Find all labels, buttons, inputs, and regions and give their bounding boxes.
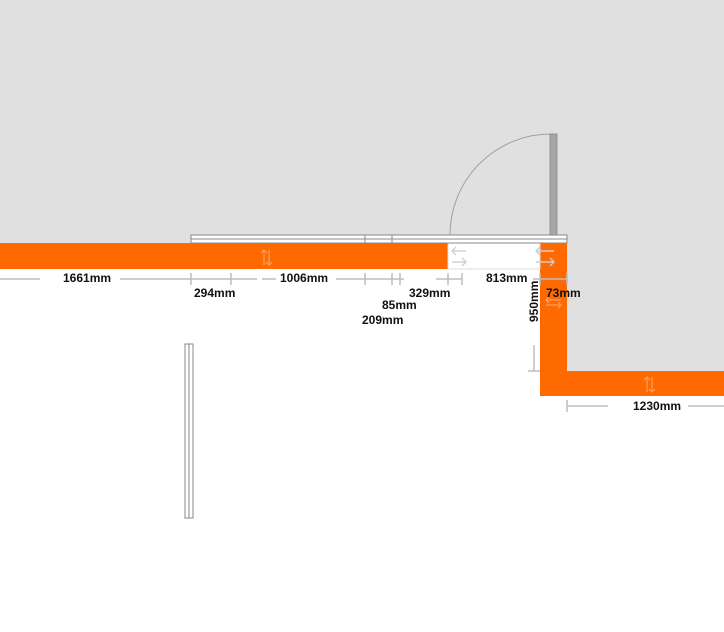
dimension-label-1006: 1006mm <box>280 271 328 285</box>
wall-bottom-right[interactable] <box>540 371 724 396</box>
window-top[interactable] <box>190 234 568 244</box>
dimension-label-294: 294mm <box>194 286 235 300</box>
dimension-label-85: 85mm <box>382 298 417 312</box>
door-arc-icon <box>449 133 552 236</box>
room-area <box>0 0 724 371</box>
dimension-label-950: 950mm <box>527 281 541 322</box>
double-arrow-icon <box>545 296 562 309</box>
dimension-label-209: 209mm <box>362 313 403 327</box>
wall-vertical[interactable] <box>540 243 567 396</box>
double-arrow-icon <box>451 246 555 267</box>
dimension-label-1230: 1230mm <box>633 399 681 413</box>
wall-opening[interactable] <box>447 242 541 270</box>
double-arrow-icon <box>260 249 273 266</box>
dimension-label-73: 73mm <box>546 286 581 300</box>
wall-top-left[interactable] <box>0 243 448 269</box>
double-arrow-icon <box>643 376 656 393</box>
dimension-label-329: 329mm <box>409 286 450 300</box>
dimension-label-1661: 1661mm <box>63 271 111 285</box>
dimension-label-813: 813mm <box>486 271 527 285</box>
dimension-lines <box>0 273 724 412</box>
door-leaf[interactable] <box>549 133 558 236</box>
